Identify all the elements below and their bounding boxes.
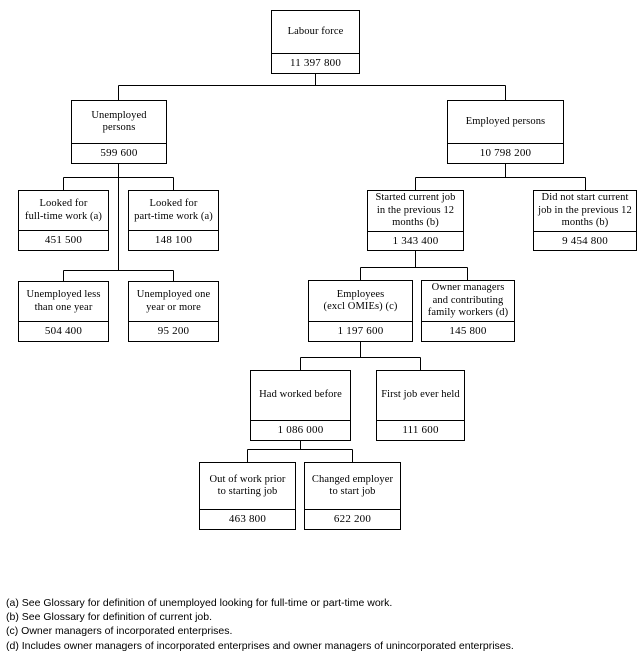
- node-unemployed-one-year-more-label-line2: year or more: [146, 301, 201, 313]
- node-unemployed-one-year-more-value: 95 200: [129, 321, 218, 341]
- node-employees[interactable]: Employees (excl OMIEs) (c) 1 197 600: [308, 280, 413, 342]
- node-first-job-ever-held[interactable]: First job ever held 111 600: [376, 370, 465, 441]
- connector-lines: [63, 74, 586, 462]
- footnote-a: (a) See Glossary for definition of unemp…: [6, 597, 393, 609]
- node-looked-part-time-label: Looked for part-time work (a): [129, 191, 218, 230]
- node-changed-employer-label-line1: Changed employer: [311, 473, 394, 485]
- footnote-d: (d) Includes owner managers of incorpora…: [6, 639, 514, 652]
- node-started-current-job-label-line3: months (b): [392, 217, 439, 228]
- node-owner-managers-value: 145 800: [422, 321, 514, 341]
- node-unemployed-one-year-more[interactable]: Unemployed one year or more 95 200: [128, 281, 219, 342]
- node-did-not-start-current-job-label-line2: job in the previous 12: [538, 204, 632, 216]
- node-first-job-ever-held-value: 111 600: [377, 420, 464, 440]
- node-labour-force-label: Labour force: [272, 11, 359, 53]
- node-employed-persons-value: 10 798 200: [448, 143, 563, 163]
- node-labour-force[interactable]: Labour force 11 397 800: [271, 10, 360, 74]
- node-owner-managers-label-line2: and contributing: [432, 294, 504, 306]
- node-did-not-start-current-job-label: Did not start current job in the previou…: [534, 191, 636, 231]
- node-started-current-job[interactable]: Started current job in the previous 12 m…: [367, 190, 464, 251]
- node-unemployed-less-one-year-label-line2: than one year: [34, 301, 93, 313]
- node-owner-managers-label-line1: Owner managers: [431, 282, 505, 294]
- node-employed-persons-label: Employed persons: [448, 101, 563, 143]
- node-started-current-job-value: 1 343 400: [368, 230, 463, 251]
- node-unemployed-less-one-year-label: Unemployed less than one year: [19, 282, 108, 321]
- node-started-current-job-label-line2: in the previous 12: [376, 204, 455, 216]
- node-employees-value: 1 197 600: [309, 321, 412, 341]
- node-did-not-start-current-job[interactable]: Did not start current job in the previou…: [533, 190, 637, 251]
- node-employees-label: Employees (excl OMIEs) (c): [309, 281, 412, 321]
- node-owner-managers[interactable]: Owner managers and contributing family w…: [421, 280, 515, 342]
- footnote-b: (b) See Glossary for definition of curre…: [6, 611, 213, 624]
- node-did-not-start-current-job-label-line3: months (b): [561, 217, 609, 228]
- node-first-job-ever-held-label-text: First job ever held: [381, 389, 460, 401]
- node-unemployed-less-one-year[interactable]: Unemployed less than one year 504 400: [18, 281, 109, 342]
- node-employed-persons[interactable]: Employed persons 10 798 200: [447, 100, 564, 164]
- node-had-worked-before-value: 1 086 000: [251, 420, 350, 440]
- node-owner-managers-label: Owner managers and contributing family w…: [422, 281, 514, 321]
- node-labour-force-label-text: Labour force: [287, 25, 344, 37]
- node-out-of-work-prior-label: Out of work prior to starting job: [200, 463, 295, 509]
- node-looked-full-time-label-line1: Looked for: [39, 198, 88, 209]
- node-started-current-job-label: Started current job in the previous 12 m…: [368, 191, 463, 231]
- node-looked-full-time-label: Looked for full-time work (a): [19, 191, 108, 230]
- node-out-of-work-prior-label-line2: to starting job: [217, 486, 278, 497]
- footnote-c: (c) Owner managers of incorporated enter…: [6, 625, 233, 638]
- node-did-not-start-current-job-label-line1: Did not start current: [541, 192, 629, 203]
- node-looked-part-time-label-line2: part-time work (a): [134, 210, 213, 222]
- node-had-worked-before-label: Had worked before: [251, 371, 350, 420]
- node-first-job-ever-held-label: First job ever held: [377, 371, 464, 420]
- node-had-worked-before-label-text: Had worked before: [259, 389, 342, 401]
- node-unemployed-less-one-year-value: 504 400: [19, 321, 108, 341]
- node-looked-full-time-label-line2: full-time work (a): [24, 210, 103, 222]
- node-unemployed-one-year-more-label-line1: Unemployed one: [136, 289, 211, 300]
- node-unemployed-less-one-year-label-line1: Unemployed less: [26, 289, 101, 300]
- node-unemployed-persons-label-line1: Unemployed: [91, 109, 147, 121]
- node-looked-full-time[interactable]: Looked for full-time work (a) 451 500: [18, 190, 109, 251]
- node-looked-part-time[interactable]: Looked for part-time work (a) 148 100: [128, 190, 219, 251]
- node-employees-label-line1: Employees: [336, 288, 385, 300]
- node-started-current-job-label-line1: Started current job: [375, 192, 456, 203]
- node-labour-force-value: 11 397 800: [272, 53, 359, 73]
- node-changed-employer-value: 622 200: [305, 509, 400, 529]
- node-changed-employer-label: Changed employer to start job: [305, 463, 400, 509]
- node-changed-employer[interactable]: Changed employer to start job 622 200: [304, 462, 401, 530]
- node-owner-managers-label-line3: family workers (d): [427, 307, 509, 319]
- node-out-of-work-prior[interactable]: Out of work prior to starting job 463 80…: [199, 462, 296, 530]
- node-unemployed-persons-label-line2: persons: [102, 122, 136, 133]
- flow-chart-canvas: Labour force 11 397 800 Unemployed perso…: [18, 10, 637, 530]
- node-unemployed-persons[interactable]: Unemployed persons 599 600: [71, 100, 167, 164]
- footnotes: (a) See Glossary for definition of unemp…: [6, 596, 636, 653]
- node-unemployed-persons-label: Unemployed persons: [72, 101, 166, 143]
- node-out-of-work-prior-label-line1: Out of work prior: [209, 473, 286, 485]
- node-looked-full-time-value: 451 500: [19, 230, 108, 250]
- node-had-worked-before[interactable]: Had worked before 1 086 000: [250, 370, 351, 441]
- node-unemployed-persons-value: 599 600: [72, 143, 166, 163]
- node-looked-part-time-label-line1: Looked for: [149, 198, 198, 209]
- node-looked-part-time-value: 148 100: [129, 230, 218, 250]
- node-changed-employer-label-line2: to start job: [329, 486, 376, 497]
- node-employees-label-line2: (excl OMIEs) (c): [323, 301, 398, 312]
- node-did-not-start-current-job-value: 9 454 800: [534, 230, 636, 251]
- node-out-of-work-prior-value: 463 800: [200, 509, 295, 529]
- node-unemployed-one-year-more-label: Unemployed one year or more: [129, 282, 218, 321]
- node-employed-persons-label-text: Employed persons: [465, 115, 546, 127]
